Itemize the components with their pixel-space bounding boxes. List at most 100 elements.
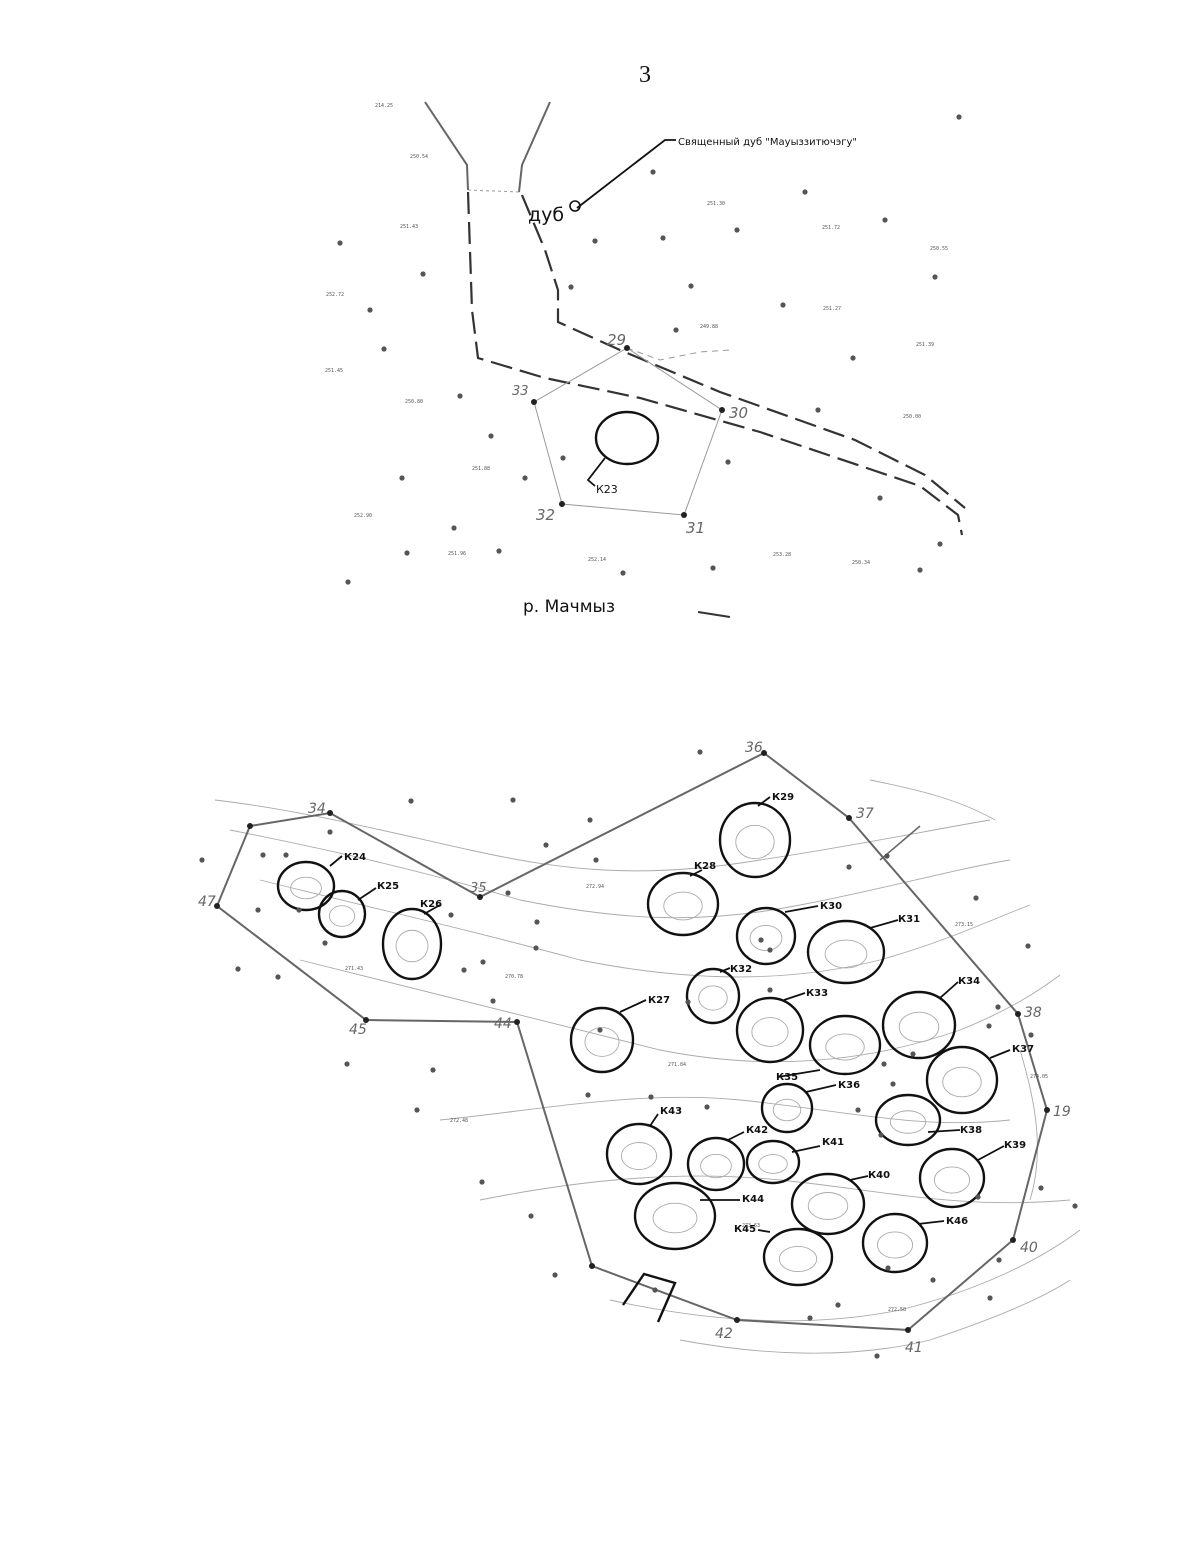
mound-label-к25: К25 <box>377 881 399 892</box>
boundary-point-38 <box>1015 1011 1021 1017</box>
mound-label-к36: К36 <box>838 1080 860 1091</box>
mound-к26 <box>381 907 443 981</box>
survey-dot <box>877 495 883 501</box>
survey-dot <box>973 895 979 901</box>
mound-contour <box>898 1011 940 1043</box>
contour-line <box>626 347 731 361</box>
survey-dot <box>327 829 333 835</box>
flow-arrow-icon <box>697 611 731 618</box>
survey-dot <box>593 857 599 863</box>
survey-dot <box>725 459 731 465</box>
survey-dot <box>344 1061 350 1067</box>
mound-label-к35: К35 <box>776 1072 798 1083</box>
survey-dot <box>937 541 943 547</box>
survey-dot <box>534 919 540 925</box>
survey-dot <box>528 1213 534 1219</box>
mound-к41 <box>745 1139 801 1185</box>
mound-label-к31: К31 <box>898 914 920 925</box>
oak-symbol-icon <box>569 200 581 212</box>
survey-dot <box>488 433 494 439</box>
boundary-point-32 <box>559 501 565 507</box>
elevation-mark: 271.84 <box>668 1062 686 1068</box>
survey-dot <box>552 1272 558 1278</box>
survey-dot <box>890 1081 896 1087</box>
contour-line <box>869 779 996 821</box>
survey-dot <box>496 548 502 554</box>
survey-dot <box>560 455 566 461</box>
survey-dot <box>592 238 598 244</box>
survey-dot <box>568 284 574 290</box>
survey-dot <box>430 1067 436 1073</box>
boundary-point-36 <box>761 750 767 756</box>
survey-dot <box>461 967 467 973</box>
river-label: р. Мачмыз <box>523 597 615 617</box>
mound-label-к37: К37 <box>1012 1044 1034 1055</box>
survey-dot <box>296 907 302 913</box>
survey-dot <box>881 1061 887 1067</box>
oak-callout-text: Священный дуб "Мауыззитючэгу" <box>678 137 857 148</box>
mound-label-к28: К28 <box>694 861 716 872</box>
mound-к32 <box>685 967 741 1025</box>
mound-label-к41: К41 <box>822 1137 844 1148</box>
boundary-label-36: 36 <box>745 740 763 756</box>
mound-leader <box>757 796 771 807</box>
survey-dot <box>802 189 808 195</box>
survey-dot <box>660 235 666 241</box>
mound-к44 <box>633 1181 717 1251</box>
mound-leader <box>939 981 959 999</box>
mound-label-к32: К32 <box>730 964 752 975</box>
mound-leader <box>329 855 343 867</box>
survey-dot <box>587 817 593 823</box>
boundary-label-44: 44 <box>494 1016 512 1032</box>
mound-к35 <box>808 1014 882 1076</box>
mound-к37 <box>925 1045 999 1115</box>
survey-dot <box>457 393 463 399</box>
boundary-point-45 <box>363 1017 369 1023</box>
mound-label-к46: К46 <box>946 1216 968 1227</box>
survey-dot <box>533 945 539 951</box>
survey-dot <box>758 937 764 943</box>
mound-к36 <box>760 1082 814 1134</box>
boundary-point-34 <box>327 810 333 816</box>
mound-label-к29: К29 <box>772 792 794 803</box>
oak-callout-leader <box>576 139 676 209</box>
river-bank-line <box>424 101 469 191</box>
elevation-mark: 251.27 <box>823 306 841 312</box>
mound-label-к30: К30 <box>820 901 842 912</box>
survey-dot <box>767 987 773 993</box>
survey-dot <box>807 1315 813 1321</box>
survey-dot <box>652 1287 658 1293</box>
mound-leader <box>783 992 806 1001</box>
mound-к29 <box>718 801 792 879</box>
boundary-point-31 <box>681 512 687 518</box>
survey-dot <box>414 1107 420 1113</box>
contour-lines <box>214 779 1081 1354</box>
survey-dot <box>505 890 511 896</box>
survey-dot <box>1038 1185 1044 1191</box>
survey-dot <box>846 864 852 870</box>
mound-contour <box>778 1245 818 1273</box>
elevation-mark: 251.72 <box>822 225 840 231</box>
mound-contour <box>824 939 868 969</box>
contour-line <box>439 1096 1011 1124</box>
mound-contour <box>942 1066 982 1098</box>
mound-leader <box>649 1113 659 1127</box>
mound-к43 <box>605 1122 673 1186</box>
mound-к25 <box>317 889 367 939</box>
mound-leader <box>423 904 441 915</box>
elevation-mark: 270.78 <box>505 974 523 980</box>
boundary-label-29: 29 <box>607 331 626 349</box>
survey-dot <box>917 567 923 573</box>
mound-к46 <box>861 1212 929 1274</box>
elevation-mark: 250.54 <box>410 154 428 160</box>
page-number: 3 <box>639 62 651 88</box>
mound-к39 <box>918 1147 986 1209</box>
elevation-mark: 250.34 <box>852 560 870 566</box>
survey-dot <box>910 1051 916 1057</box>
mound-contour <box>933 1166 971 1194</box>
mound-leader <box>917 1220 945 1225</box>
boundary-label-19: 19 <box>1053 1104 1071 1120</box>
survey-dot <box>850 355 856 361</box>
survey-dot <box>1072 1203 1078 1209</box>
